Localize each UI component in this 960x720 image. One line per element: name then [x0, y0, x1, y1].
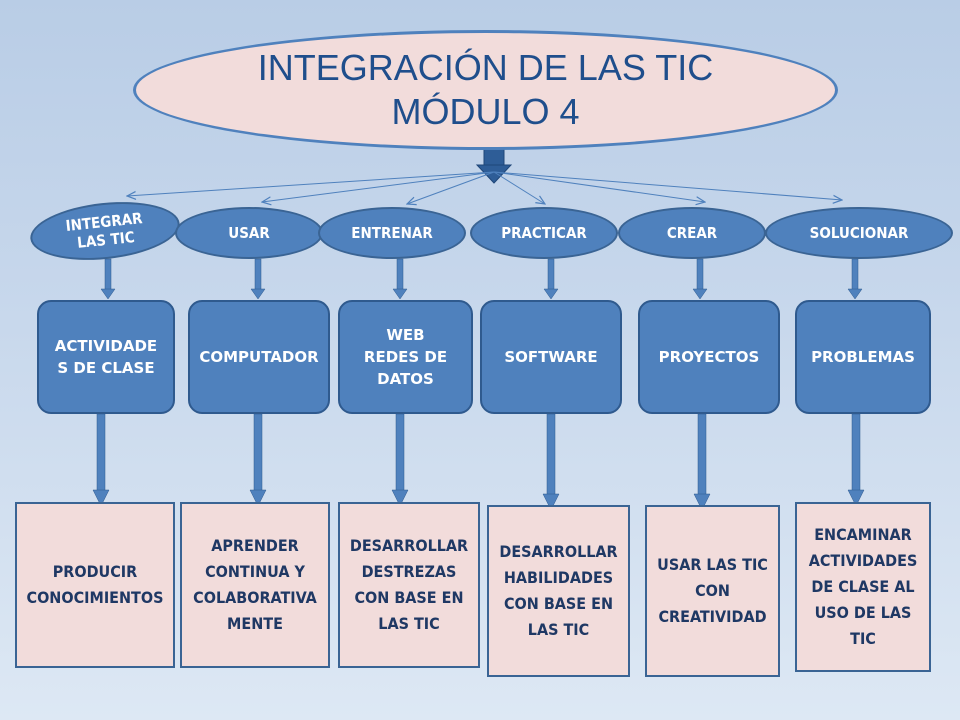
- means-box-actividades: ACTIVIDADE S DE CLASE: [37, 300, 175, 414]
- title-line-2: MÓDULO 4: [391, 91, 580, 132]
- purpose-box-aprender: APRENDER CONTINUA Y COLABORATIVA MENTE: [180, 502, 330, 668]
- fan-arrow-practicar: [493, 171, 545, 204]
- verb-node-practicar: PRACTICAR: [470, 207, 618, 259]
- means-box-web: WEB REDES DE DATOS: [338, 300, 473, 414]
- fan-out-arrows: [127, 171, 842, 204]
- purpose-box-producir: PRODUCIR CONOCIMIENTOS: [15, 502, 175, 668]
- arrow-integrar-actividades: [100, 258, 116, 300]
- arrow-to-creatividad: [693, 413, 711, 511]
- arrow-crear-proyectos: [692, 258, 708, 300]
- arrow-to-destrezas: [391, 413, 409, 507]
- verb-node-usar: USAR: [175, 207, 323, 259]
- verb-node-entrenar: ENTRENAR: [318, 207, 466, 259]
- fan-arrow-integrar: [127, 171, 495, 196]
- purpose-box-destrezas: DESARROLLAR DESTREZAS CON BASE EN LAS TI…: [338, 502, 480, 668]
- means-box-software: SOFTWARE: [480, 300, 622, 414]
- title-down-arrow: [475, 144, 513, 184]
- verb-node-crear: CREAR: [618, 207, 766, 259]
- arrow-to-aprender: [249, 413, 267, 507]
- purpose-box-creatividad: USAR LAS TIC CON CREATIVIDAD: [645, 505, 780, 677]
- fan-arrow-crear: [493, 171, 705, 202]
- title-line-1: INTEGRACIÓN DE LAS TIC: [257, 47, 714, 88]
- arrow-to-encaminar: [847, 413, 865, 507]
- verb-node-solucionar: SOLUCIONAR: [765, 207, 953, 259]
- means-box-proyectos: PROYECTOS: [638, 300, 780, 414]
- arrow-to-producir: [92, 413, 110, 507]
- arrow-practicar-software: [543, 258, 559, 300]
- arrow-solucionar-problemas: [847, 258, 863, 300]
- arrow-to-habilidades: [542, 413, 560, 511]
- box-to-purpose-arrows: [92, 413, 865, 511]
- fan-arrow-usar: [262, 171, 495, 202]
- central-topic-ellipse: INTEGRACIÓN DE LAS TIC MÓDULO 4: [133, 30, 838, 150]
- means-box-problemas: PROBLEMAS: [795, 300, 931, 414]
- arrow-entrenar-web: [392, 258, 408, 300]
- purpose-box-habilidades: DESARROLLAR HABILIDADES CON BASE EN LAS …: [487, 505, 630, 677]
- purpose-box-encaminar: ENCAMINAR ACTIVIDADES DE CLASE AL USO DE…: [795, 502, 931, 672]
- fan-arrow-entrenar: [407, 171, 495, 204]
- fan-arrow-solucionar: [493, 171, 842, 200]
- pill-to-box-arrows: [100, 258, 863, 300]
- arrow-usar-computador: [250, 258, 266, 300]
- means-box-computador: COMPUTADOR: [188, 300, 330, 414]
